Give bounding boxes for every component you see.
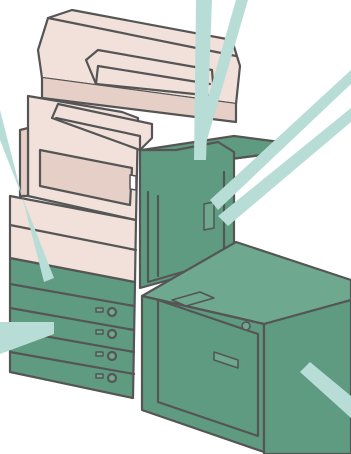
- callout-finisher-lower-right: [218, 108, 351, 226]
